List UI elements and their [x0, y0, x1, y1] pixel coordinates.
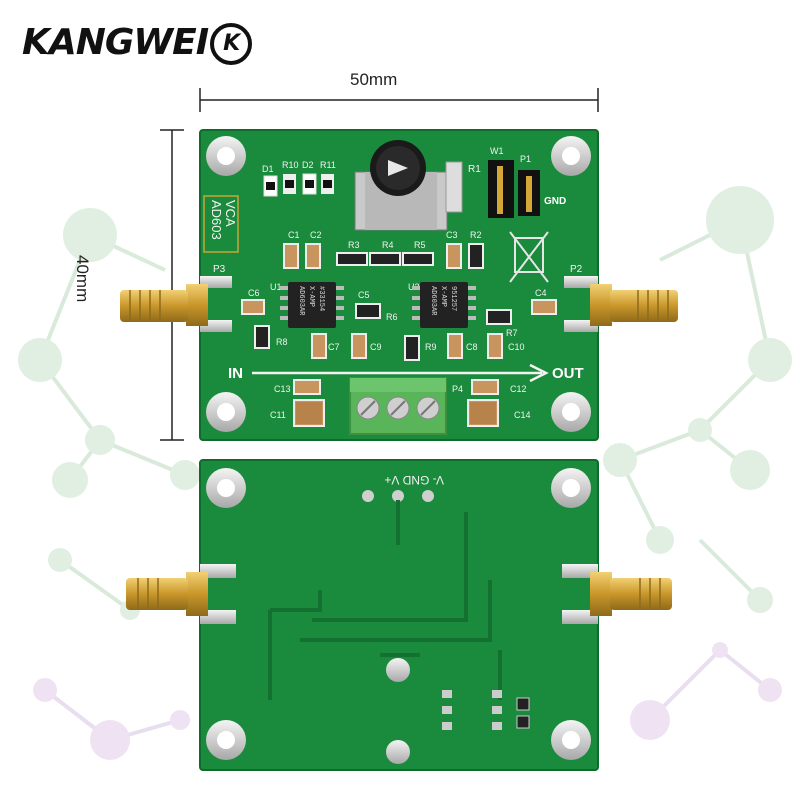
svg-text:P3: P3 — [213, 264, 226, 275]
bottom-sma-right — [562, 564, 672, 624]
output-label: OUT — [552, 365, 584, 382]
svg-text:C9: C9 — [370, 342, 382, 352]
bottom-pcb: V- GND V+ — [126, 459, 672, 771]
svg-text:R2: R2 — [470, 230, 482, 240]
signal-arrow: IN OUT — [228, 363, 584, 383]
svg-text:951257: 951257 — [449, 286, 457, 311]
svg-text:C8: C8 — [466, 342, 478, 352]
svg-text:X-AMP: X-AMP — [307, 286, 315, 307]
svg-text:P1: P1 — [520, 154, 531, 164]
svg-text:D1: D1 — [262, 164, 274, 174]
sma-input-connector: P3 — [120, 264, 232, 332]
weee-recycle-icon — [509, 231, 549, 283]
sma-output-connector: P2 — [564, 264, 678, 332]
svg-text:W1: W1 — [490, 146, 504, 156]
module-label-line1: AD603 — [209, 200, 224, 240]
mounting-holes — [206, 136, 591, 432]
svg-text:AD603AR: AD603AR — [297, 286, 305, 316]
bottom-mounting-holes — [206, 468, 591, 760]
jumper-block: W1 P1 GND — [488, 146, 566, 218]
height-dimension: 40mm — [73, 255, 92, 303]
svg-text:C10: C10 — [508, 342, 525, 352]
input-label: IN — [228, 365, 243, 382]
dimension-lines — [160, 88, 599, 441]
svg-text:R5: R5 — [414, 240, 426, 250]
svg-text:AD603AR: AD603AR — [429, 286, 437, 316]
svg-text:P4: P4 — [452, 384, 463, 394]
svg-text:D2: D2 — [302, 160, 314, 170]
svg-text:C13: C13 — [274, 384, 291, 394]
potentiometer: R1 — [354, 140, 481, 231]
svg-text:X-AMP: X-AMP — [439, 286, 447, 307]
top-capacitors: C1 C2 C3 R2 — [283, 230, 484, 269]
brand-badge: K — [210, 23, 253, 65]
svg-text:C6: C6 — [248, 288, 260, 298]
svg-text:R11: R11 — [320, 160, 336, 170]
svg-text:P2: P2 — [570, 264, 583, 275]
traces — [268, 500, 502, 700]
svg-text:C1: C1 — [288, 230, 300, 240]
svg-text:R1: R1 — [468, 164, 481, 175]
gnd-label: GND — [544, 196, 566, 207]
via-pad — [386, 658, 410, 682]
svg-text:R7: R7 — [506, 328, 518, 338]
svg-text:R3: R3 — [348, 240, 360, 250]
svg-text:C14: C14 — [514, 410, 531, 420]
svg-text:R6: R6 — [386, 312, 398, 322]
svg-text:R8: R8 — [276, 337, 288, 347]
svg-text:R10: R10 — [282, 160, 299, 170]
led-row: D1 R10 D2 R11 — [262, 160, 336, 197]
mid-components: C6 C5 R6 C4 R7 R8 C7 C9 R9 C8 C10 — [241, 288, 557, 361]
svg-text:#33154: #33154 — [317, 286, 325, 311]
svg-text:C11: C11 — [270, 410, 286, 420]
svg-text:C7: C7 — [328, 342, 340, 352]
module-label-line2: VCA — [223, 200, 238, 227]
via-pad-2 — [386, 740, 410, 764]
svg-text:U1: U1 — [270, 282, 282, 292]
chip-u2: U2 AD603AR X-AMP 951257 — [408, 282, 476, 328]
svg-text:R4: R4 — [382, 240, 394, 250]
svg-text:C3: C3 — [446, 230, 458, 240]
svg-text:C4: C4 — [535, 288, 547, 298]
svg-text:C2: C2 — [310, 230, 322, 240]
power-pins — [362, 490, 434, 502]
power-section: C13 C11 P4 C12 C14 — [270, 377, 531, 435]
chip-u1: U1 AD603AR X-AMP #33154 — [270, 282, 344, 328]
brand-name: KANGWEI — [22, 22, 209, 63]
svg-text:C5: C5 — [358, 290, 370, 300]
resistor-row: R3 R4 R5 — [336, 240, 434, 266]
svg-text:R9: R9 — [425, 342, 437, 352]
solder-pads — [442, 690, 530, 730]
width-dimension: 50mm — [350, 70, 398, 89]
power-label: V- GND V+ — [384, 473, 444, 487]
molecule-decoration — [18, 186, 792, 760]
bottom-sma-left — [126, 564, 236, 624]
svg-text:C12: C12 — [510, 384, 527, 394]
module-label: AD603 VCA — [203, 195, 239, 253]
top-pcb: AD603 VCA D1 R10 D2 R11 — [120, 129, 678, 441]
